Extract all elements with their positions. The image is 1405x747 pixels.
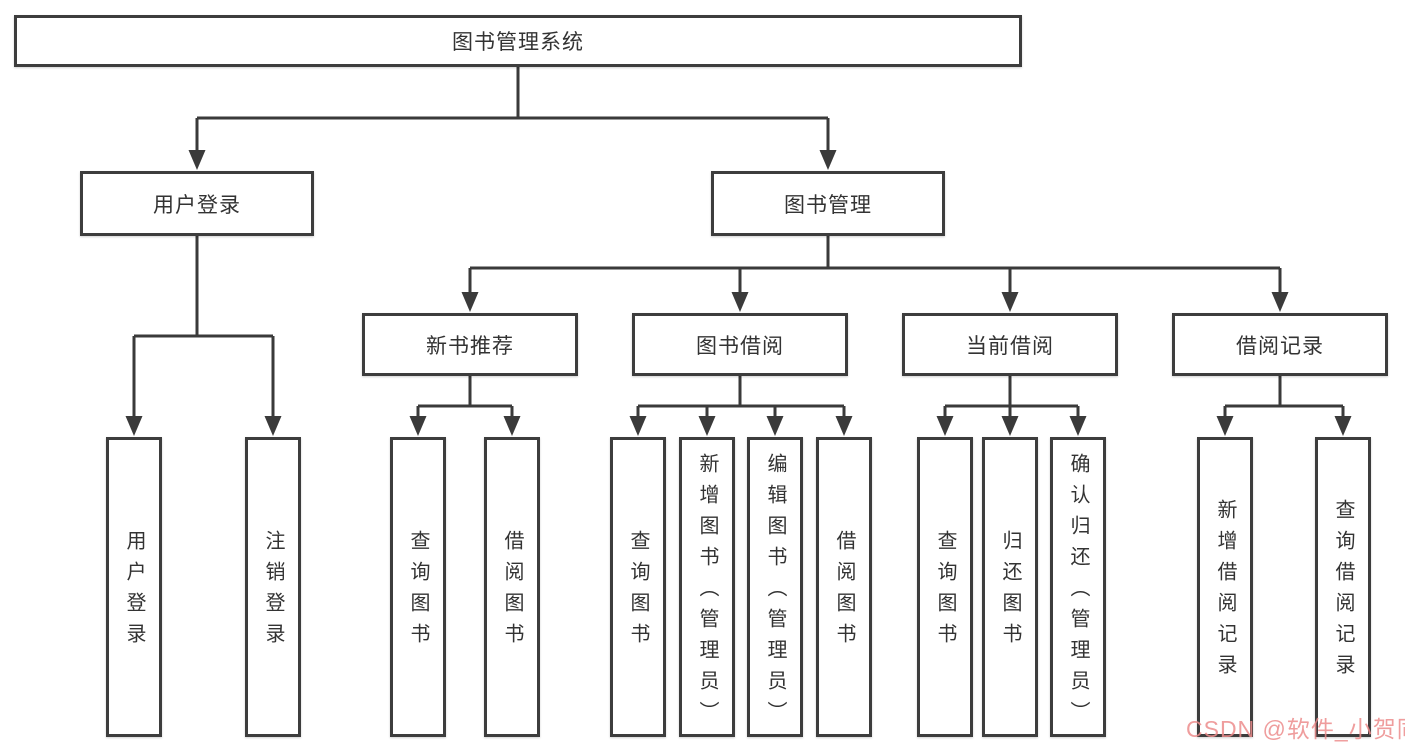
leaf-add-books-admin-label: 新增图书（管理员） [696,452,718,732]
node-new-book-recommend-label: 新书推荐 [426,334,514,358]
leaf-edit-books-admin: 编辑图书（管理员） [747,437,803,737]
node-book-management: 图书管理 [711,171,945,236]
leaf-query-books-current: 查询图书 [917,437,973,737]
leaf-edit-books-admin-label: 编辑图书（管理员） [764,452,786,732]
leaf-user-login-label: 用户登录 [123,530,145,654]
node-borrow-records: 借阅记录 [1172,313,1388,376]
leaf-add-borrow-record-label: 新增借阅记录 [1214,499,1236,685]
leaf-borrow-books-label: 借阅图书 [833,530,855,654]
leaf-add-borrow-record: 新增借阅记录 [1197,437,1253,737]
leaf-confirm-return-admin-label: 确认归还（管理员） [1067,452,1089,732]
leaf-query-borrow-record-label: 查询借阅记录 [1332,499,1354,685]
leaf-query-books-current-label: 查询图书 [934,530,956,654]
leaf-return-books: 归还图书 [982,437,1038,737]
node-library-system-label: 图书管理系统 [452,31,584,54]
leaf-query-books-borrow-label: 查询图书 [627,530,649,654]
node-user-login-label: 用户登录 [153,193,241,217]
leaf-logout-login-label: 注销登录 [262,530,284,654]
node-book-borrow-label: 图书借阅 [696,334,784,358]
leaf-borrow-books-recommend-label: 借阅图书 [501,530,523,654]
leaf-return-books-label: 归还图书 [999,530,1021,654]
leaf-query-books-recommend-label: 查询图书 [407,530,429,654]
node-library-system: 图书管理系统 [14,15,1022,67]
node-current-borrow: 当前借阅 [902,313,1118,376]
node-book-management-label: 图书管理 [784,193,872,217]
leaf-user-login: 用户登录 [106,437,162,737]
leaf-query-books-recommend: 查询图书 [390,437,446,737]
node-current-borrow-label: 当前借阅 [966,334,1054,358]
node-user-login: 用户登录 [80,171,314,236]
leaf-borrow-books: 借阅图书 [816,437,872,737]
leaf-confirm-return-admin: 确认归还（管理员） [1050,437,1106,737]
node-book-borrow: 图书借阅 [632,313,848,376]
csdn-watermark: CSDN @软件_小贺同学 [1186,716,1405,742]
leaf-borrow-books-recommend: 借阅图书 [484,437,540,737]
leaf-query-borrow-record: 查询借阅记录 [1315,437,1371,737]
node-borrow-records-label: 借阅记录 [1236,334,1324,358]
leaf-add-books-admin: 新增图书（管理员） [679,437,735,737]
leaf-query-books-borrow: 查询图书 [610,437,666,737]
node-new-book-recommend: 新书推荐 [362,313,578,376]
leaf-logout-login: 注销登录 [245,437,301,737]
